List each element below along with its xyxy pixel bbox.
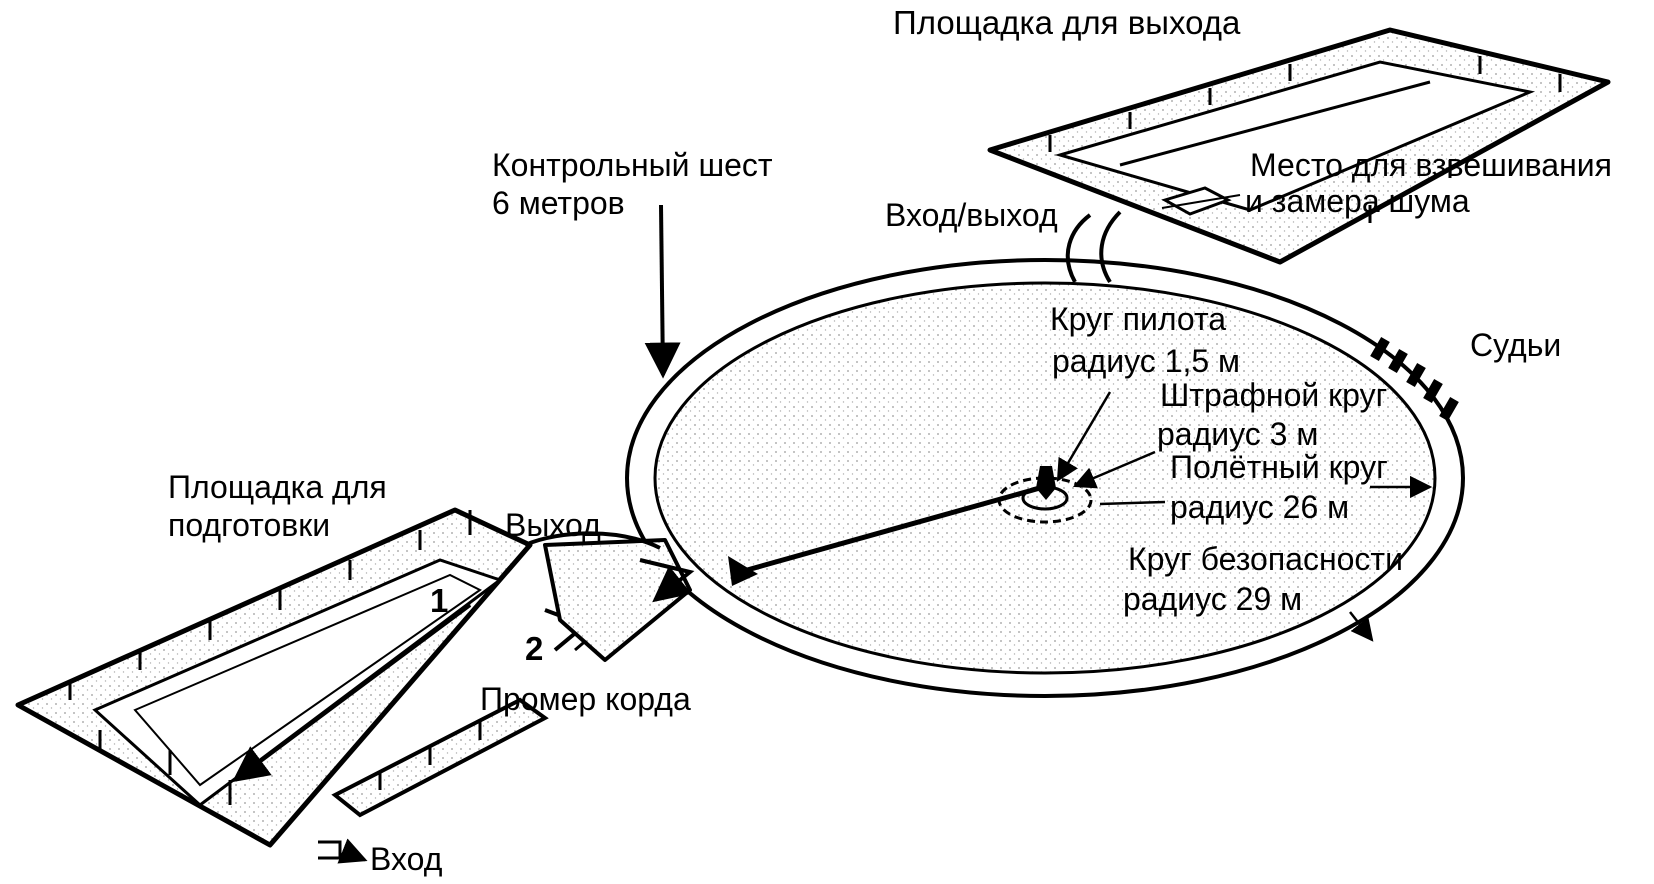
label-flight-circle-2: радиус 26 м [1170,489,1349,525]
weighing-pad [1161,186,1232,216]
flight-area [625,258,1465,698]
pilot-figure-icon [1036,466,1056,500]
control-pole-pointer [644,204,681,379]
model-plane-icon [728,556,758,586]
label-pilot-circle-2: радиус 1,5 м [1052,343,1240,379]
label-exit-area: Площадка для выхода [893,4,1241,41]
label-weighing-2: и замера шума [1245,183,1470,219]
label-flight-circle-1: Полётный круг [1170,449,1388,485]
exit-area [987,27,1611,265]
entry-exit-corridor [1065,210,1122,284]
label-prep-area-1: Площадка для [168,469,387,505]
label-safety-circle-1: Круг безопасности [1128,541,1403,577]
label-exit: Выход [505,507,601,543]
preparation-area [15,507,613,848]
label-penalty-circle-1: Штрафной круг [1160,377,1387,413]
judges-markers [1370,336,1459,422]
label-prep-area-2: подготовки [168,507,330,543]
label-control-pole-2: 6 метров [492,185,625,221]
cord-measure-area [331,697,549,818]
label-cord-measure: Промер корда [480,681,691,717]
label-weighing-1: Место для взвешивания [1250,147,1612,183]
label-entry: Вход [370,841,443,877]
radius-pointers [1056,391,1433,642]
label-pilot-circle-1: Круг пилота [1050,301,1226,337]
label-entry-exit: Вход/выход [885,197,1058,233]
control-line [739,485,1041,575]
entry-bracket-icon [318,840,342,860]
label-path-1: 1 [430,582,448,619]
label-path-2: 2 [525,630,543,667]
exit-channel [524,531,695,662]
label-judges: Судьи [1470,327,1561,363]
label-control-pole-1: Контрольный шест [492,147,773,183]
label-penalty-circle-2: радиус 3 м [1157,416,1318,452]
label-safety-circle-2: радиус 29 м [1123,581,1302,617]
